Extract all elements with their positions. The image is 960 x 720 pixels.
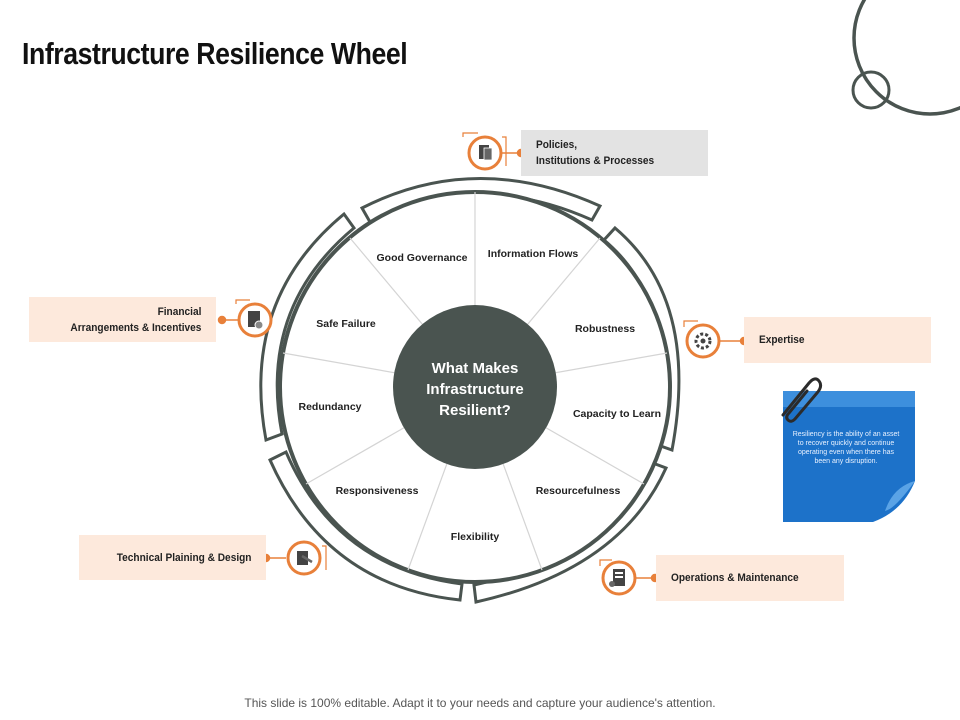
financial-label-line2: Arrangements & Incentives (69, 321, 201, 334)
documents-icon (462, 132, 507, 171)
financial-box: Financial Arrangements & Incentives (29, 297, 216, 342)
blueprint-icon (286, 540, 327, 576)
policies-label-line2: Institutions & Processes (536, 155, 655, 167)
folder-icon (599, 559, 637, 596)
technical-box: Technical Plaining & Design (79, 535, 266, 580)
center-text-line2: Infrastructure (426, 381, 524, 398)
operations-label: Operations & Maintenance (671, 572, 799, 584)
gear-icon (683, 320, 721, 359)
segment-safe-failure: Safe Failure (316, 318, 376, 330)
segment-good-governance: Good Governance (376, 252, 467, 264)
segment-resourcefulness: Resourcefulness (536, 485, 621, 497)
segment-redundancy: Redundancy (298, 401, 361, 413)
paperclip-icon (781, 377, 823, 423)
segment-capacity-to-learn: Capacity to Learn (573, 408, 661, 420)
center-text-line3: Resilient? (439, 402, 511, 419)
segment-responsiveness: Responsiveness (336, 485, 419, 497)
segment-information-flows: Information Flows (488, 248, 579, 260)
expertise-box: Expertise (744, 317, 931, 363)
center-hub (393, 305, 557, 469)
policies-label-line1: Policies, (536, 139, 578, 151)
technical-label: Technical Plaining & Design (116, 551, 251, 564)
policies-box: Policies, Institutions & Processes (521, 130, 708, 176)
center-text-line1: What Makes (432, 360, 519, 377)
note-text: Resiliency is the ability of an asset to… (792, 431, 900, 465)
financial-label-line1: Financial (157, 305, 201, 318)
expertise-label: Expertise (759, 334, 805, 346)
certificate-icon (235, 299, 273, 338)
segment-flexibility: Flexibility (451, 531, 500, 543)
page-title: Infrastructure Resilience Wheel (22, 36, 408, 71)
segment-robustness: Robustness (575, 323, 635, 335)
footer-text: This slide is 100% editable. Adapt it to… (244, 696, 716, 710)
operations-box: Operations & Maintenance (656, 555, 844, 601)
